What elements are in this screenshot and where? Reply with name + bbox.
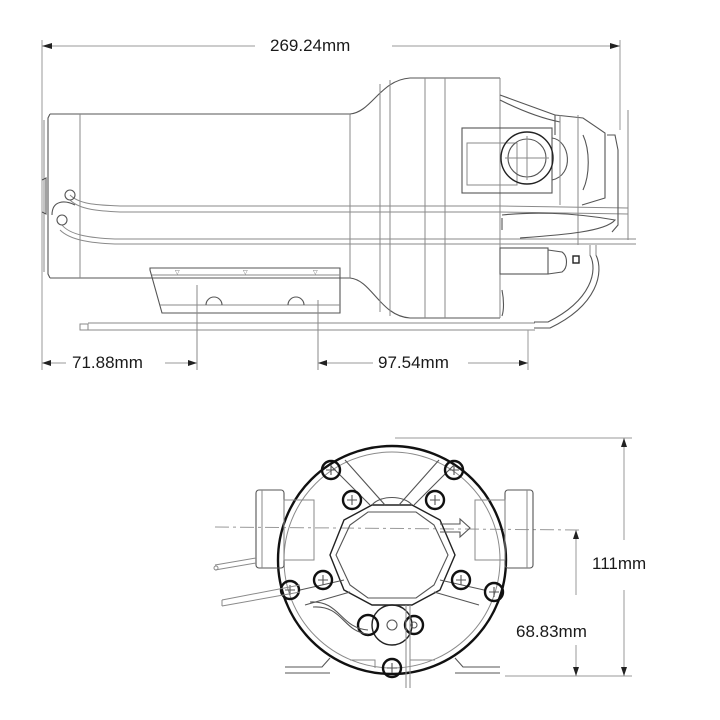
wire-harness — [51, 189, 636, 245]
front-view — [213, 437, 632, 688]
dimension-overall-height — [395, 437, 632, 677]
overall-height-label: 111mm — [590, 554, 649, 574]
screw-icon — [450, 569, 472, 591]
screw-icon — [424, 489, 446, 511]
screw-icon — [320, 459, 342, 481]
dimension-port-height — [573, 530, 579, 676]
screw-icon — [341, 489, 363, 511]
dimension-port-offset — [318, 330, 529, 370]
screw-icon — [443, 459, 465, 481]
screws — [279, 459, 505, 679]
port-offset-label: 97.54mm — [376, 353, 451, 373]
screw-icon — [312, 569, 334, 591]
port-height-label: 68.83mm — [514, 622, 589, 642]
overall-length-label: 269.24mm — [268, 36, 353, 56]
motor-housing — [41, 77, 501, 319]
base-rod — [79, 285, 535, 370]
switch-front — [309, 601, 425, 688]
mount-offset-label: 71.88mm — [70, 353, 145, 373]
wires-and-feet — [213, 557, 500, 674]
dimension-overall-length — [41, 40, 621, 370]
port-centerline — [214, 526, 583, 531]
screw-icon — [483, 581, 505, 603]
mounting-bracket: ▽ ▽ ▽ — [149, 267, 341, 314]
pressure-switch — [499, 245, 600, 329]
side-view: ▽ ▽ ▽ — [41, 40, 636, 370]
inlet-port — [255, 489, 315, 569]
svg-text:▽: ▽ — [313, 270, 318, 276]
outlet-port — [474, 489, 534, 569]
dimension-mount-offset — [42, 360, 197, 366]
pump-head — [461, 94, 629, 245]
svg-text:▽: ▽ — [175, 270, 180, 276]
screw-icon — [381, 657, 403, 679]
svg-text:▽: ▽ — [243, 270, 248, 276]
